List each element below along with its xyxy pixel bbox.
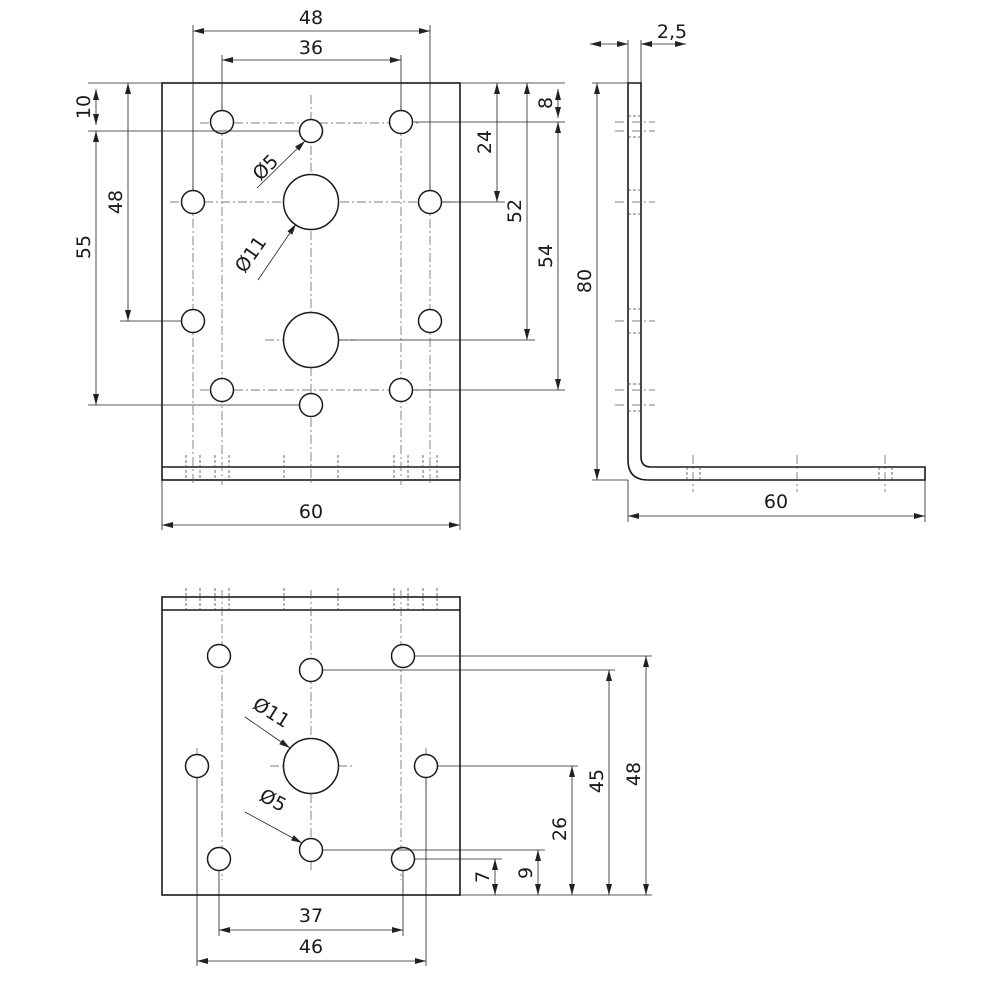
bottom-small-hole (184, 753, 210, 779)
bottom-small-hole (298, 657, 324, 683)
bottom-view: Ø11 Ø5 7 9 26 45 48 37 46 (161, 588, 652, 966)
bottom-extension-lines (196, 655, 652, 966)
front-view: 48 36 10 48 55 8 24 52 54 60 Ø5 Ø11 (73, 7, 565, 530)
side-hidden-lines (628, 115, 893, 480)
front-extension-lines (88, 25, 565, 530)
dim-text-80: 80 (574, 269, 596, 293)
dim-text-45: 45 (586, 769, 608, 793)
front-plate-outline (161, 82, 461, 481)
front-small-hole (180, 308, 206, 334)
dim-text-dia11-front: Ø11 (231, 232, 271, 277)
dim-text-52: 52 (504, 199, 526, 223)
leader-dia5-front (256, 140, 306, 189)
leader-dia11-front (257, 223, 297, 281)
front-large-hole (282, 311, 340, 369)
dim-text-26: 26 (549, 817, 571, 841)
front-small-hole (298, 118, 324, 144)
dim-text-8: 8 (535, 97, 557, 109)
leader-dia5-bottom (244, 811, 303, 844)
front-small-hole (180, 189, 206, 215)
dim-text-24: 24 (474, 130, 496, 154)
dim-text-2-5: 2,5 (657, 21, 687, 43)
dim-text-54: 54 (535, 244, 557, 268)
front-small-hole (298, 392, 324, 418)
bottom-small-hole (413, 753, 439, 779)
dim-text-55: 55 (73, 235, 95, 259)
front-small-hole (417, 189, 443, 215)
side-profile-outline (627, 82, 926, 481)
dim-text-9: 9 (515, 867, 537, 879)
bottom-small-hole (206, 846, 232, 872)
dim-text-dia5-front: Ø5 (248, 150, 283, 185)
front-small-hole (388, 377, 414, 403)
dim-text-46: 46 (299, 936, 323, 958)
front-large-hole (282, 173, 340, 231)
front-small-hole (417, 308, 443, 334)
side-extension-lines (592, 40, 926, 522)
dim-text-48-left: 48 (105, 190, 127, 214)
dim-text-dia11-bottom: Ø11 (249, 693, 294, 732)
front-small-hole (388, 109, 414, 135)
dim-text-48-bottom: 48 (623, 762, 645, 786)
dim-text-dia5-bottom: Ø5 (256, 785, 290, 817)
dim-text-36-top: 36 (299, 37, 323, 59)
dim-text-60-bottom: 60 (299, 501, 323, 523)
bottom-small-hole (298, 837, 324, 863)
dim-text-48-top: 48 (299, 7, 323, 29)
dim-text-60-side: 60 (764, 491, 788, 513)
bottom-large-hole (282, 737, 340, 795)
leader-dia11-bottom (244, 716, 291, 749)
bottom-small-hole (390, 846, 416, 872)
front-small-hole (209, 377, 235, 403)
dim-text-37: 37 (299, 905, 323, 927)
bottom-small-hole (390, 643, 416, 669)
bottom-hidden-lines (185, 588, 438, 612)
bottom-small-hole (206, 643, 232, 669)
dim-text-7: 7 (472, 871, 494, 883)
front-small-hole (209, 109, 235, 135)
side-view: 2,5 80 60 (574, 21, 926, 522)
dim-text-10: 10 (73, 95, 95, 119)
